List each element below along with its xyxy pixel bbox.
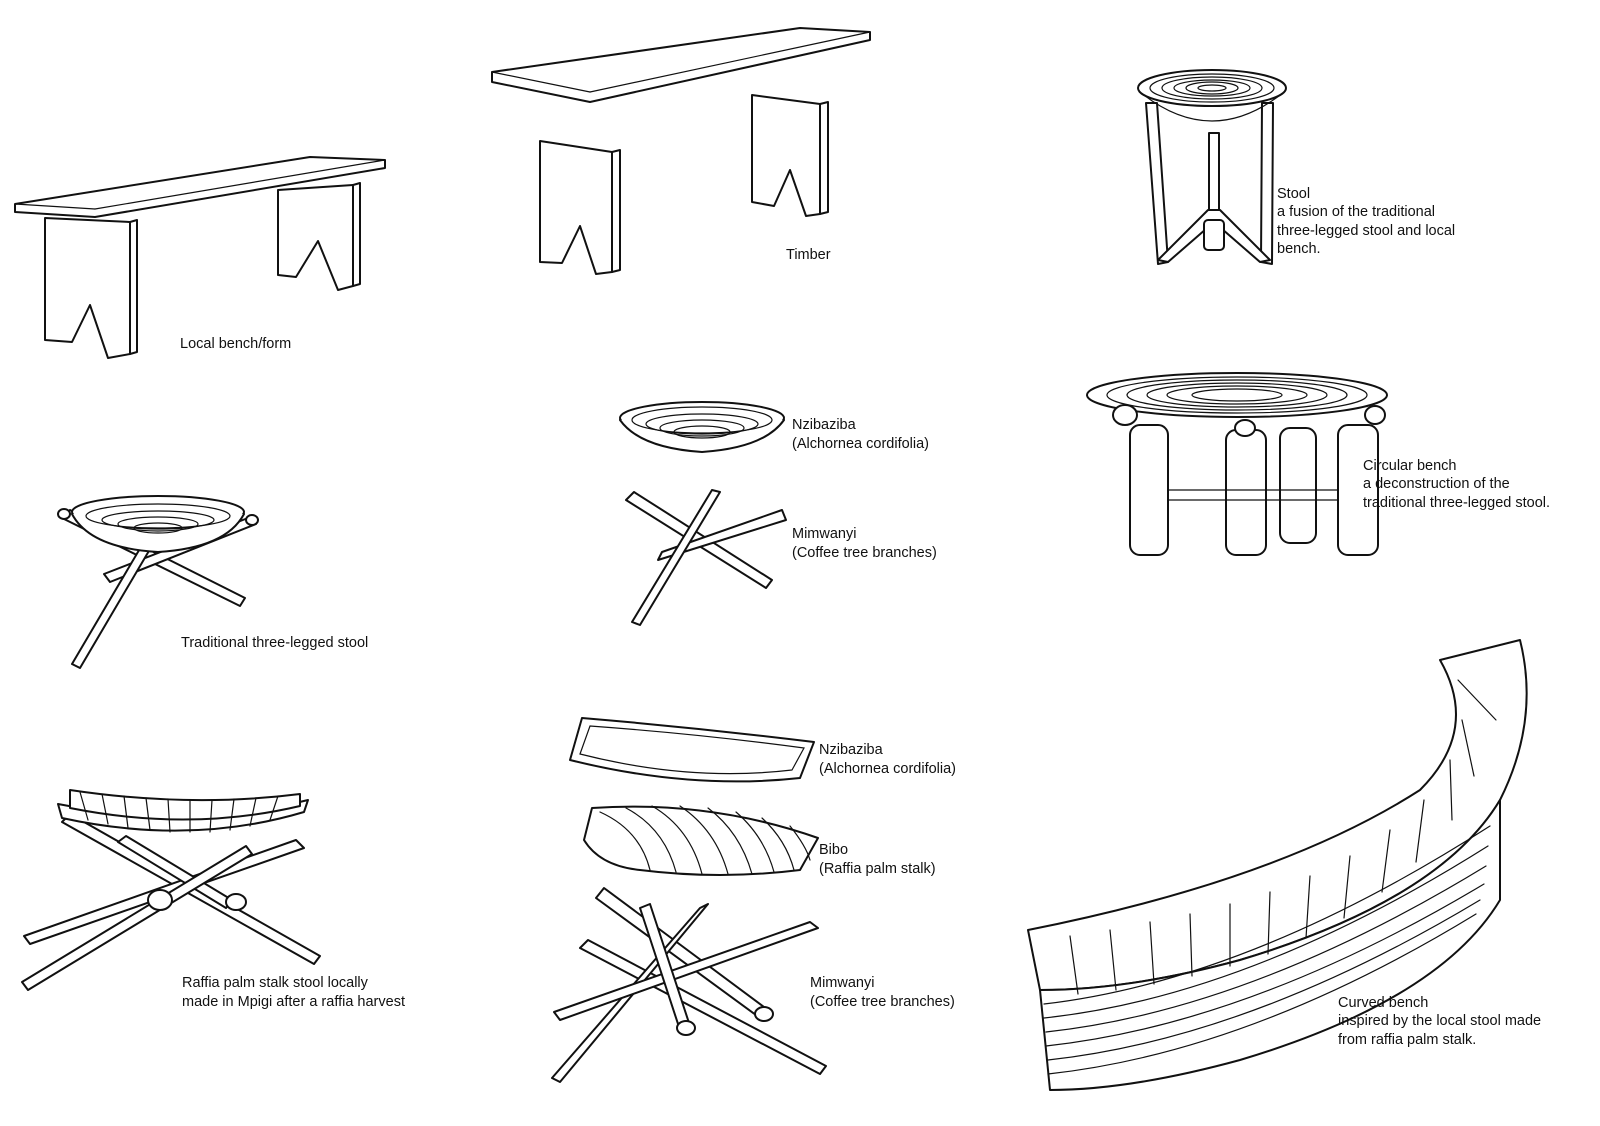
mimwanyi-label-bottom: Mimwanyi (Coffee tree branches) [810, 975, 955, 1010]
curved-bench-title: Curved bench [1338, 995, 1429, 1011]
mimwanyi-label-top: Mimwanyi (Coffee tree branches) [792, 526, 937, 561]
fusion-stool-drawing [1138, 70, 1286, 264]
mimwanyi-branches-drawing [626, 490, 786, 625]
traditional-stool-label: Traditional three-legged stool [181, 635, 369, 651]
timber-label: Timber [786, 247, 831, 263]
stool-title: Stool [1277, 186, 1311, 202]
nzibaziba-label-top: Nzibaziba (Alchornea cordifolia) [792, 417, 930, 452]
nzibaziba-bowl-drawing [620, 402, 784, 452]
raffia-stool-drawing [22, 790, 320, 990]
mimwanyi-frame-drawing [552, 888, 826, 1082]
timber-drawing [492, 28, 870, 274]
nzibaziba-label-bottom: Nzibaziba (Alchornea cordifolia) [819, 742, 957, 777]
curved-bench-description: inspired by the local stool made from ra… [1338, 1013, 1542, 1048]
circular-bench-title: Circular bench [1363, 458, 1457, 474]
circular-bench-description: a deconstruction of the traditional thre… [1363, 476, 1551, 511]
local-bench-label: Local bench/form [180, 336, 292, 352]
stool-description: a fusion of the traditional three-legged… [1277, 204, 1456, 257]
nzibaziba-frame-drawing [570, 718, 814, 781]
circular-bench-drawing [1087, 373, 1387, 555]
bibo-stalks-drawing [584, 806, 818, 875]
traditional-stool-drawing [58, 496, 258, 668]
raffia-stool-label: Raffia palm stalk stool locally made in … [182, 975, 405, 1010]
curved-bench-drawing [1028, 640, 1527, 1090]
bibo-label: Bibo (Raffia palm stalk) [819, 842, 936, 877]
local-bench-drawing [15, 157, 385, 358]
